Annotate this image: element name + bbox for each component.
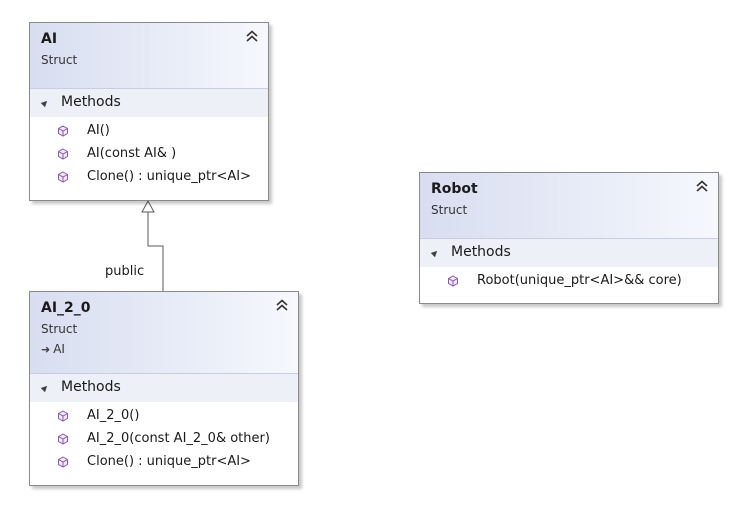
method-label: Clone() : unique_ptr<AI>: [87, 454, 251, 469]
class-name: Robot: [431, 181, 478, 197]
class-stereotype: Struct: [41, 322, 78, 336]
method-item[interactable]: Clone() : unique_ptr<AI>: [30, 452, 298, 475]
double-chevron-up-icon[interactable]: [275, 298, 289, 312]
cube-method-icon: [58, 171, 68, 183]
base-type: ➜AI: [41, 342, 65, 356]
double-chevron-up-icon[interactable]: [695, 179, 709, 193]
class-header[interactable]: AI_2_0 Struct ➜AI: [30, 292, 298, 374]
inheritance-line: [147, 212, 164, 291]
class-ai-2-0[interactable]: AI_2_0 Struct ➜AI Methods AI_2_0(): [29, 291, 299, 486]
triangle-collapse-icon[interactable]: [40, 98, 50, 108]
method-item[interactable]: Robot(unique_ptr<AI>&& core): [420, 271, 718, 294]
method-label: Robot(unique_ptr<AI>&& core): [477, 273, 682, 288]
class-header[interactable]: Robot Struct: [420, 173, 718, 239]
cube-method-icon: [58, 433, 68, 445]
method-item[interactable]: AI(): [30, 121, 268, 144]
methods-list: Robot(unique_ptr<AI>&& core): [420, 267, 718, 294]
triangle-collapse-icon[interactable]: [430, 248, 440, 258]
method-label: AI(const AI& ): [87, 146, 177, 161]
method-item[interactable]: AI_2_0(): [30, 406, 298, 429]
methods-section-header[interactable]: Methods: [420, 239, 718, 267]
methods-section-header[interactable]: Methods: [30, 89, 268, 117]
class-stereotype: Struct: [41, 53, 78, 67]
section-title: Methods: [61, 94, 121, 110]
section-title: Methods: [451, 244, 511, 260]
inheritance-arrowhead: [141, 199, 155, 213]
cube-method-icon: [58, 125, 68, 137]
class-name: AI: [41, 31, 58, 47]
cube-method-icon: [58, 148, 68, 160]
method-item[interactable]: AI_2_0(const AI_2_0& other): [30, 429, 298, 452]
class-name: AI_2_0: [41, 300, 91, 316]
methods-section-header[interactable]: Methods: [30, 374, 298, 402]
class-header[interactable]: AI Struct: [30, 23, 268, 89]
inherit-arrow-icon: ➜: [41, 343, 51, 356]
cube-method-icon: [448, 275, 458, 287]
double-chevron-up-icon[interactable]: [245, 29, 259, 43]
section-title: Methods: [61, 379, 121, 395]
method-item[interactable]: Clone() : unique_ptr<AI>: [30, 167, 268, 190]
method-label: AI(): [87, 123, 110, 138]
method-label: AI_2_0(): [87, 408, 140, 423]
triangle-collapse-icon[interactable]: [40, 383, 50, 393]
method-label: Clone() : unique_ptr<AI>: [87, 169, 251, 184]
class-robot[interactable]: Robot Struct Methods Robot(unique_ptr<AI…: [419, 172, 719, 304]
methods-list: AI_2_0() AI_2_0(const AI_2_0& other) Clo…: [30, 402, 298, 475]
method-label: AI_2_0(const AI_2_0& other): [87, 431, 270, 446]
cube-method-icon: [58, 456, 68, 468]
class-ai[interactable]: AI Struct Methods AI(): [29, 22, 269, 201]
method-item[interactable]: AI(const AI& ): [30, 144, 268, 167]
class-stereotype: Struct: [431, 203, 468, 217]
cube-method-icon: [58, 410, 68, 422]
methods-list: AI() AI(const AI& ) Clone() : unique_ptr…: [30, 117, 268, 190]
inheritance-label: public: [105, 264, 145, 279]
base-type-name: AI: [53, 342, 65, 356]
